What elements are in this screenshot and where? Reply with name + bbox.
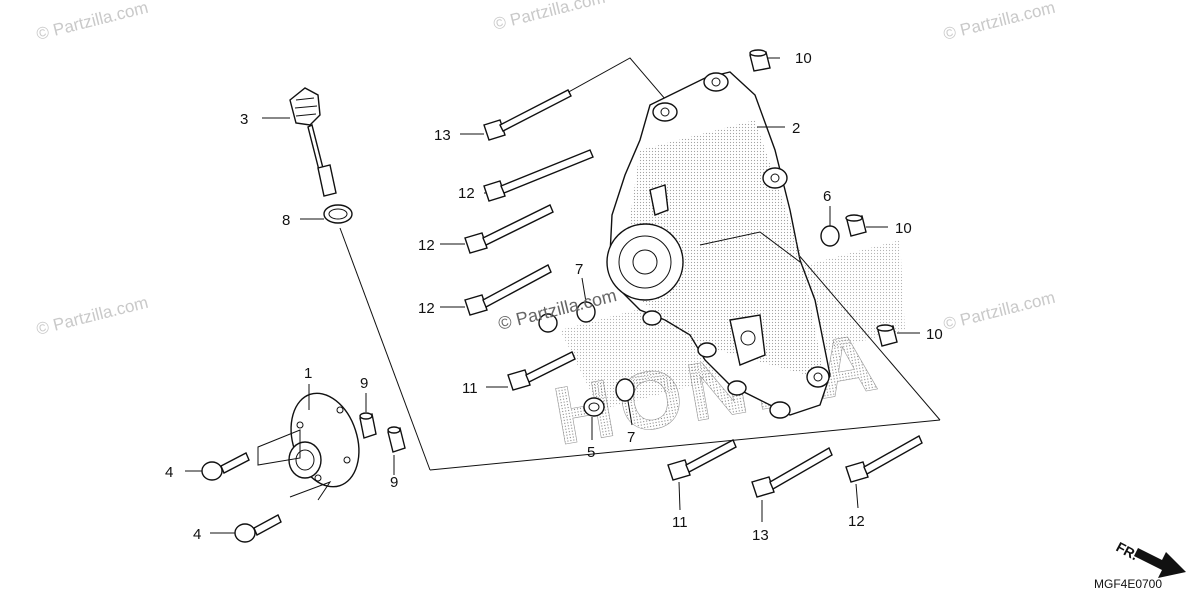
crankcase-cover (606, 71, 831, 419)
callout-leaders (185, 57, 920, 534)
watermark-mid-left: © Partzilla.com (34, 293, 150, 339)
callout-8: 8 (282, 212, 290, 229)
front-label: FR. (1114, 539, 1141, 564)
bolt-12c (464, 264, 552, 316)
bolt-4a (201, 452, 250, 481)
watermark-top-center: © Partzilla.com (491, 0, 607, 34)
callout-12-bottom: 12 (848, 513, 865, 530)
callout-4-top: 4 (165, 464, 173, 481)
bolt-5 (583, 397, 605, 417)
callout-11-bottom: 11 (672, 514, 688, 531)
callout-10-mid: 10 (895, 220, 912, 237)
flange (288, 392, 360, 488)
watermark-mid-right: © Partzilla.com (941, 288, 1057, 334)
bolt-13a (483, 89, 572, 141)
callout-6: 6 (823, 188, 831, 205)
callout-5: 5 (587, 444, 595, 461)
callout-13-top: 13 (434, 127, 451, 144)
bolt-12d (845, 435, 923, 483)
bolt-12a (483, 149, 594, 202)
callout-12-c: 12 (418, 300, 435, 317)
oil-dipstick (289, 87, 337, 197)
callout-7-bottom: 7 (627, 429, 635, 446)
callout-13-bottom: 13 (752, 527, 769, 544)
front-direction-arrow: FR. (1114, 539, 1186, 578)
callout-10-low: 10 (926, 326, 943, 343)
callout-4-bottom: 4 (193, 526, 201, 543)
bolt-11b (667, 439, 737, 481)
watermark-top-right: © Partzilla.com (941, 0, 1057, 44)
callouts: 10 2 13 3 12 12 8 6 10 7 12 10 1 11 9 5 … (165, 50, 943, 544)
callout-12-a: 12 (458, 185, 475, 202)
diagram-code: MGF4E0700 (1094, 577, 1162, 591)
callout-11-left: 11 (462, 380, 478, 397)
o-ring (323, 204, 353, 224)
callout-9-top: 9 (360, 375, 368, 392)
callout-9-bottom: 9 (390, 474, 398, 491)
callout-1: 1 (304, 365, 312, 382)
bolt-13b (751, 447, 833, 498)
callout-10-top: 10 (795, 50, 812, 67)
bolt-12b (464, 204, 554, 254)
callout-7-top: 7 (575, 261, 583, 278)
dowel-pins (359, 49, 898, 453)
callout-2: 2 (792, 120, 800, 137)
callout-3: 3 (240, 111, 248, 128)
watermark-top-left: © Partzilla.com (34, 0, 150, 44)
bolt-4b (234, 514, 282, 543)
callout-12-b: 12 (418, 237, 435, 254)
washers (538, 225, 840, 402)
bolts (201, 89, 923, 543)
bolt-11a (507, 351, 576, 391)
